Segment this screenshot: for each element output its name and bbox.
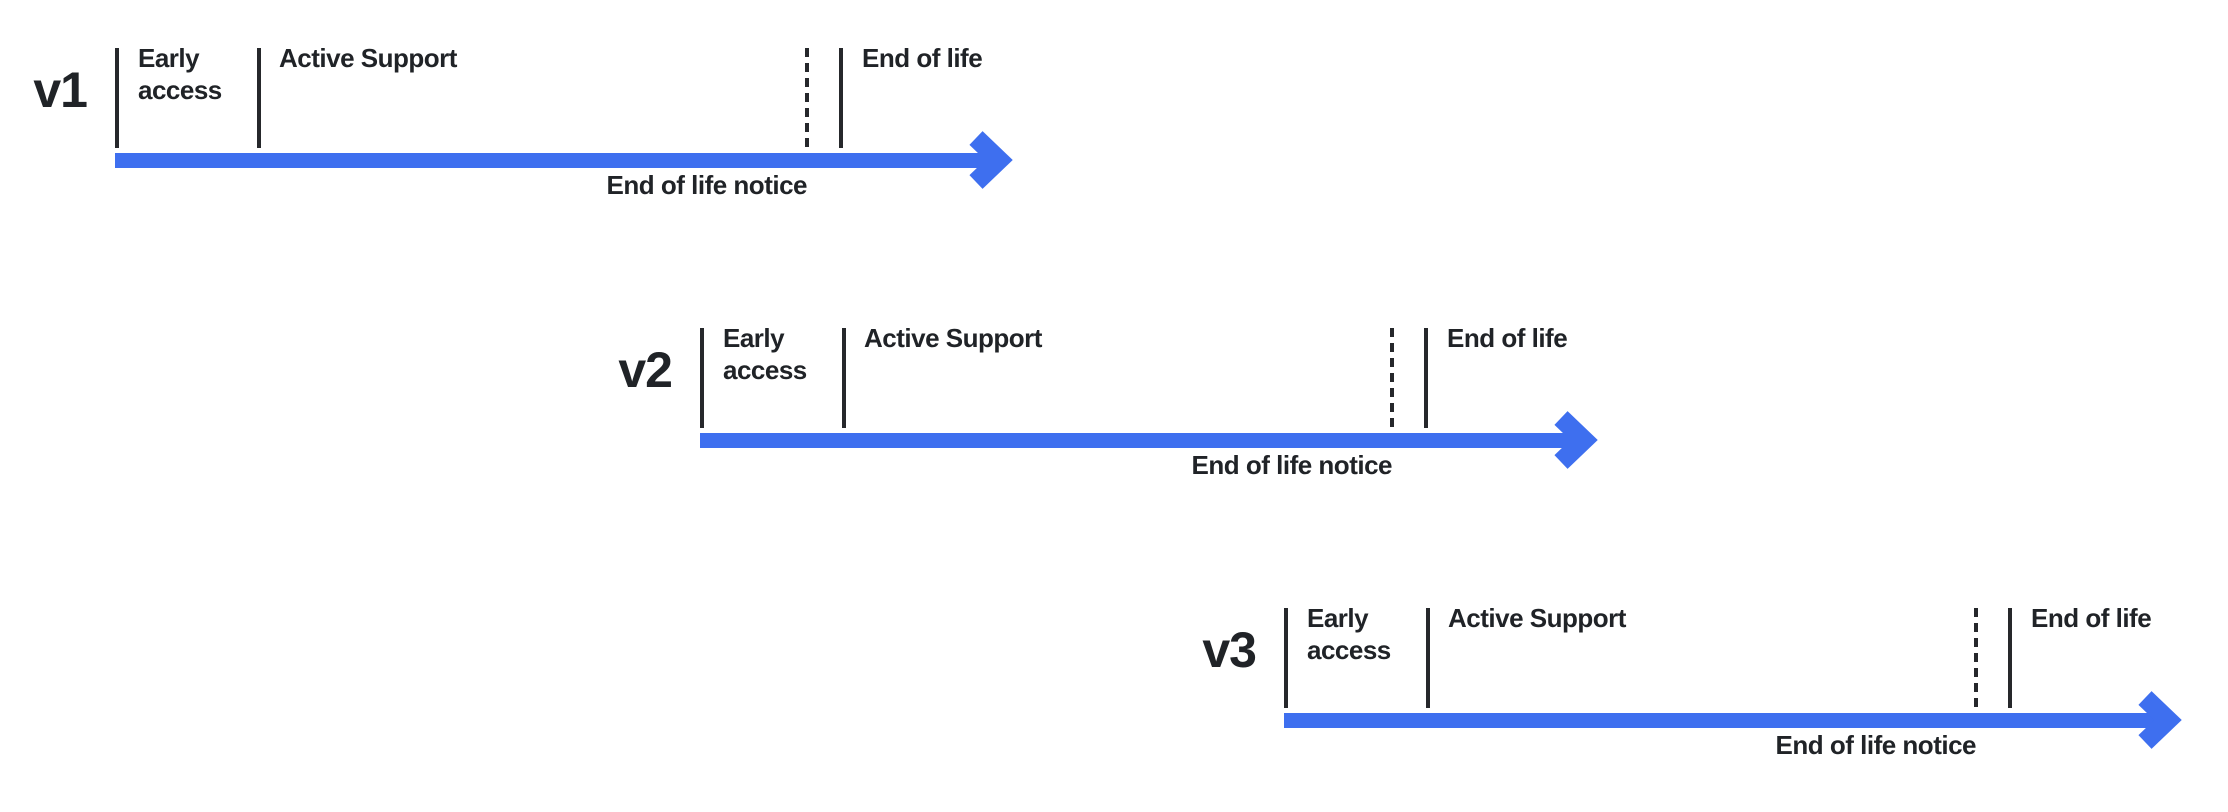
eol-notice-dashed-tick <box>1974 608 1978 708</box>
early-access-label: Early access <box>723 323 807 385</box>
active-support-start-tick <box>1426 608 1430 708</box>
eol-notice-label: End of life notice <box>1775 730 1977 760</box>
early-access-start-tick <box>1284 608 1288 708</box>
early-access-start-tick <box>700 328 704 428</box>
active-support-label: Active Support <box>1448 603 1626 633</box>
active-support-label: Active Support <box>279 43 457 73</box>
timeline-bar <box>700 433 1580 448</box>
timeline-bar <box>1284 713 2164 728</box>
end-of-life-label: End of life <box>1447 323 1568 353</box>
early-access-start-tick <box>115 48 119 148</box>
timeline-bar <box>115 153 995 168</box>
end-of-life-tick <box>2008 608 2012 708</box>
early-access-label: Early access <box>1307 603 1391 665</box>
arrow-head-icon <box>969 131 1013 189</box>
version-label-v2: v2 <box>618 342 673 398</box>
eol-notice-dashed-tick <box>1390 328 1394 428</box>
end-of-life-label: End of life <box>862 43 983 73</box>
end-of-life-tick <box>1424 328 1428 428</box>
arrow-head-icon <box>1554 411 1598 469</box>
eol-notice-label: End of life notice <box>606 170 808 200</box>
end-of-life-tick <box>839 48 843 148</box>
early-access-label: Early access <box>138 43 222 105</box>
end-of-life-label: End of life <box>2031 603 2152 633</box>
eol-notice-label: End of life notice <box>1191 450 1393 480</box>
active-support-label: Active Support <box>864 323 1042 353</box>
eol-notice-dashed-tick <box>805 48 809 148</box>
version-label-v1: v1 <box>33 62 88 118</box>
version-label-v3: v3 <box>1202 622 1257 678</box>
active-support-start-tick <box>842 328 846 428</box>
active-support-start-tick <box>257 48 261 148</box>
arrow-head-icon <box>2138 691 2182 749</box>
